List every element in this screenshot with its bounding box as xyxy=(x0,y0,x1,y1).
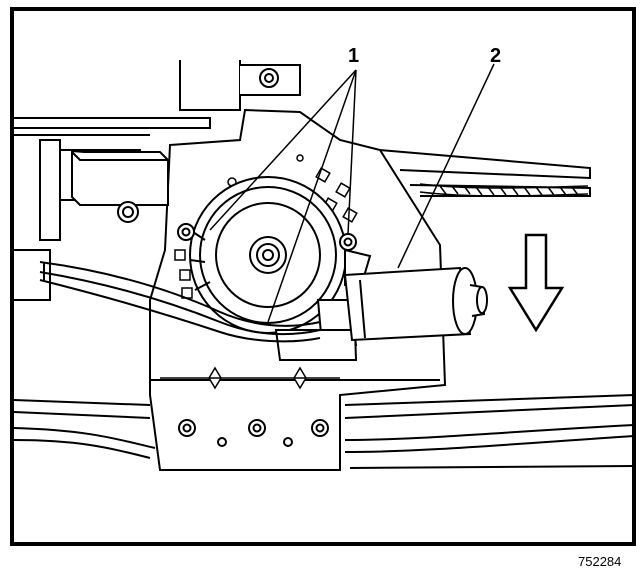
wiper-motor xyxy=(343,266,488,342)
down-arrow-icon xyxy=(507,233,565,333)
left-block xyxy=(71,151,169,223)
callout-2-label: 2 xyxy=(490,45,501,67)
lower-rails xyxy=(13,394,635,469)
mounting-holes xyxy=(178,419,329,447)
motor-clip xyxy=(274,248,372,361)
cable-harness xyxy=(419,183,589,197)
callout-1-label: 1 xyxy=(348,45,359,67)
gear-housing xyxy=(177,176,357,334)
diamond-locators xyxy=(160,366,340,390)
callout-2-leader xyxy=(397,63,495,269)
callout-1-leaders xyxy=(209,69,357,323)
figure-number: 752284 xyxy=(578,554,621,569)
wiring-harness xyxy=(39,261,321,343)
upper-bracket xyxy=(179,60,301,111)
